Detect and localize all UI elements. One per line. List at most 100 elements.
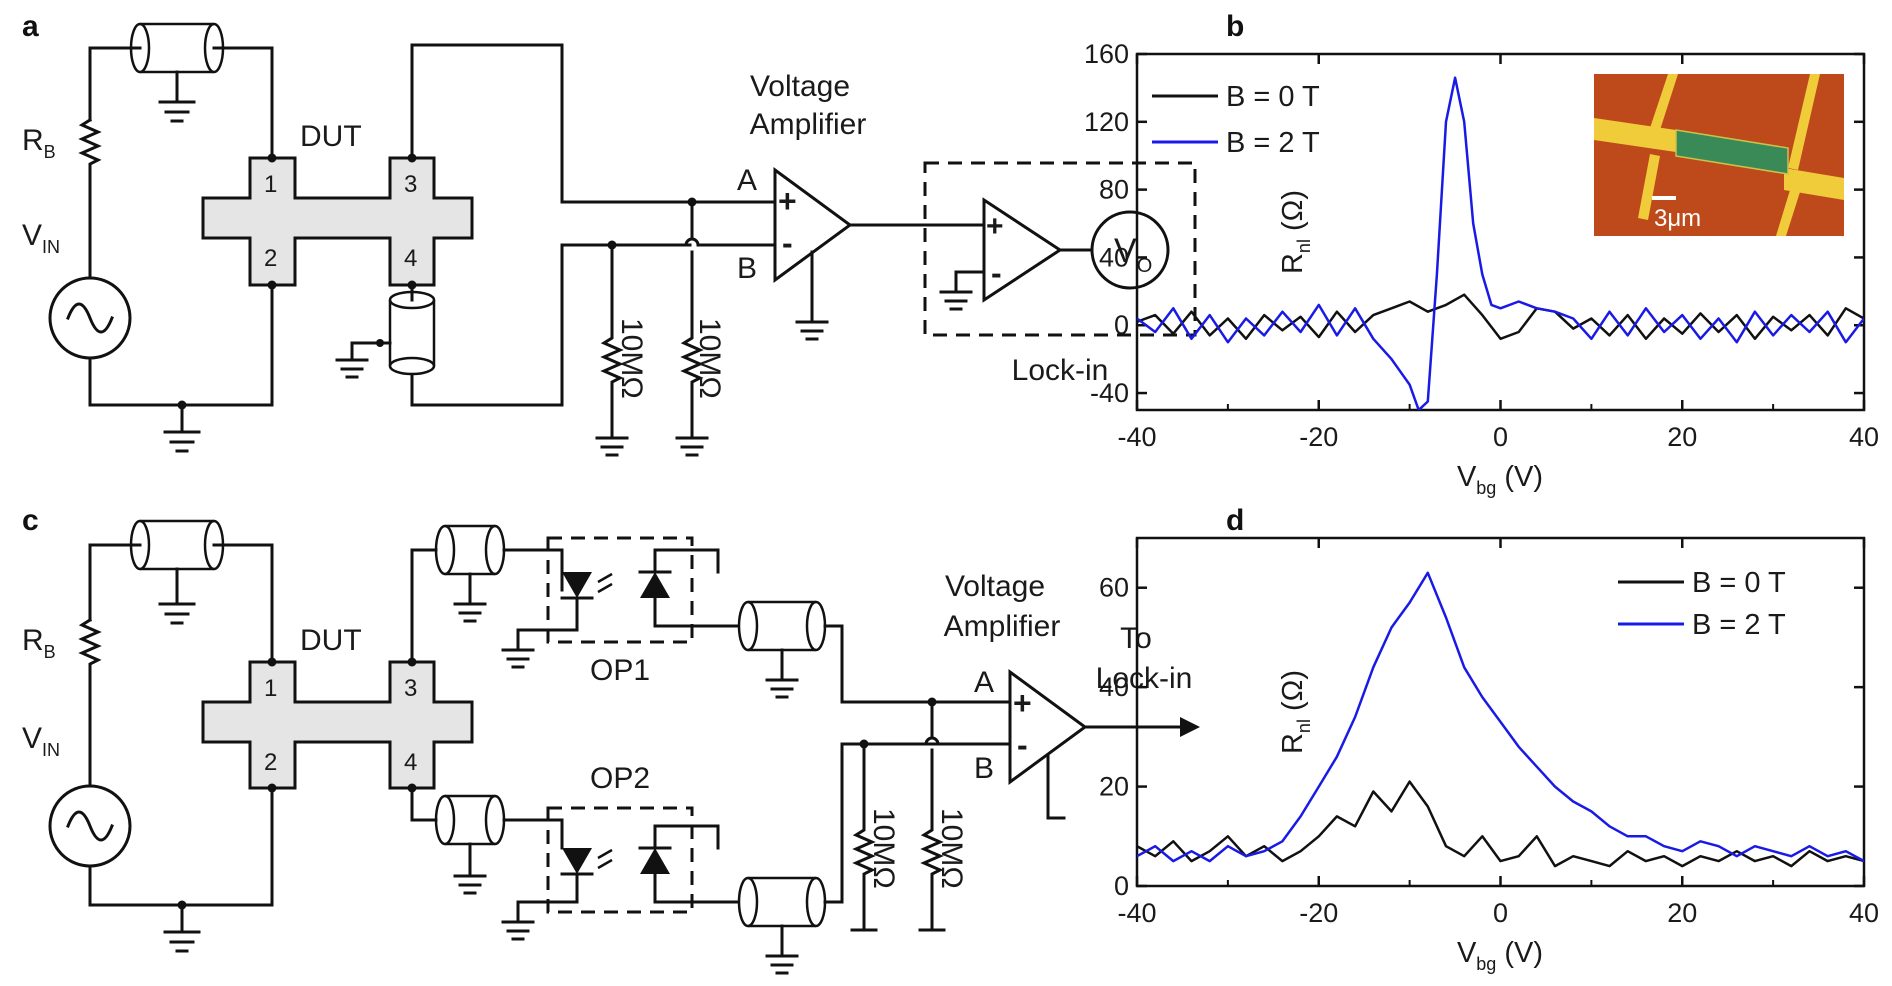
wire-op2-led	[516, 872, 594, 924]
x-tick-label: -40	[1117, 422, 1156, 452]
series-line-b2t	[1137, 76, 1864, 410]
series-lines	[1137, 76, 1864, 410]
vin-label: VIN	[22, 219, 60, 257]
resistor-label-1: 10MΩ	[615, 318, 648, 399]
x-tick-label: 20	[1667, 422, 1697, 452]
rb-label: RB	[22, 124, 56, 162]
series-line-b2t	[1137, 571, 1864, 863]
rb-label: RB	[22, 624, 56, 662]
lockin-amplifier	[982, 197, 1063, 303]
series-line-b0t	[1137, 293, 1864, 341]
panel-label-a: a	[22, 10, 39, 43]
y-tick-label: 0	[1114, 310, 1129, 340]
light-arrow-icon	[597, 572, 613, 594]
ground-icon	[501, 920, 535, 941]
ground-icon	[765, 954, 799, 975]
graphene-flake	[1675, 129, 1789, 175]
wire-op1-in	[502, 548, 564, 592]
y-tick-label: 0	[1114, 871, 1129, 901]
ground-icon	[795, 320, 829, 341]
legend-label-0t: B = 0 T	[1226, 81, 1320, 113]
light-arrow-icon	[597, 848, 613, 870]
x-tick-label: 0	[1493, 422, 1508, 452]
coax-cable	[129, 22, 225, 104]
resistor-label-1: 10MΩ	[867, 808, 900, 889]
output-label-2: Lock-in	[1096, 662, 1193, 695]
dut-hallbar	[201, 660, 474, 790]
wire-op1-out	[638, 548, 740, 628]
photodiode-icon	[640, 848, 670, 874]
lockin-ground-wire	[954, 270, 986, 294]
wire-terminal-3	[410, 548, 438, 664]
amp-minus: -	[782, 225, 793, 261]
sine-icon	[66, 302, 114, 334]
legend-label-2t: B = 2 T	[1226, 127, 1320, 159]
ground-icon	[158, 602, 196, 625]
wire-terminal-4	[410, 786, 438, 822]
wire-a	[823, 624, 1012, 704]
x-tick-label: 20	[1667, 898, 1697, 928]
wire-op2-in	[502, 818, 564, 850]
amp-title-2: Amplifier	[944, 610, 1061, 643]
terminal-2: 2	[264, 749, 277, 776]
dut-label: DUT	[300, 120, 362, 153]
coax-cable	[737, 876, 827, 958]
circuit-c: c RB VIN DUT 1 2 3 4	[22, 504, 1200, 975]
x-tick-label: -40	[1117, 898, 1156, 928]
amp-title-1: Voltage	[750, 70, 850, 103]
vo-label: VO	[1114, 232, 1152, 277]
y-axis-label: Rnl (Ω)	[1277, 190, 1314, 274]
terminal-1: 1	[264, 675, 277, 702]
ground-icon	[501, 648, 535, 669]
coax-cable	[350, 290, 436, 376]
wire-op1-led	[516, 596, 594, 652]
x-axis-label: Vbg (V)	[1457, 937, 1543, 974]
y-tick-label: 60	[1099, 573, 1129, 603]
ground-icon	[163, 430, 201, 453]
vo-meter	[1090, 210, 1170, 290]
terminal-1: 1	[264, 171, 277, 198]
terminal-3: 3	[404, 171, 417, 198]
amp-input-a: A	[737, 164, 757, 197]
op1-box	[546, 536, 694, 644]
ground-icon	[335, 358, 369, 379]
y-tick-label: -40	[1090, 378, 1129, 408]
sine-icon	[66, 810, 114, 842]
terminal-2: 2	[264, 245, 277, 272]
ground-icon	[675, 436, 709, 457]
amp-minus: -	[1017, 727, 1028, 763]
wire-crossover	[684, 237, 700, 247]
amp-title-1: Voltage	[945, 570, 1045, 603]
amp-input-b: B	[737, 252, 757, 285]
wire-op2-out	[638, 824, 740, 904]
dut-hallbar	[201, 156, 474, 287]
y-axis-label: Rnl (Ω)	[1277, 670, 1314, 754]
circuit-a: a RB VIN DUT 1 2 3 4	[22, 10, 1197, 457]
ground-icon	[939, 290, 973, 311]
amp-plus: +	[778, 183, 797, 219]
resistor-10m-1	[600, 243, 624, 440]
panel-label-b: b	[1226, 10, 1244, 43]
y-tick-label: 20	[1099, 772, 1129, 802]
dut-label: DUT	[300, 624, 362, 657]
terminal-3: 3	[404, 675, 417, 702]
resistor-label-2: 10MΩ	[935, 808, 968, 889]
electrode	[1594, 118, 1676, 152]
coax-cable	[434, 794, 506, 878]
series-line-b0t	[1137, 780, 1864, 868]
lockin-plus: +	[986, 210, 1004, 243]
vin-label: VIN	[22, 722, 60, 760]
resistor-label-2: 10MΩ	[693, 318, 726, 399]
x-tick-label: 40	[1849, 422, 1879, 452]
coax-cable	[129, 519, 225, 606]
x-tick-label: -20	[1299, 898, 1338, 928]
ground-icon	[163, 930, 201, 953]
y-tick-label: 80	[1099, 175, 1129, 205]
amp-plus: +	[1013, 685, 1032, 721]
wire-crossover	[924, 736, 1012, 746]
arrow-right-icon	[1180, 717, 1200, 737]
tick-marks	[1135, 52, 1866, 410]
